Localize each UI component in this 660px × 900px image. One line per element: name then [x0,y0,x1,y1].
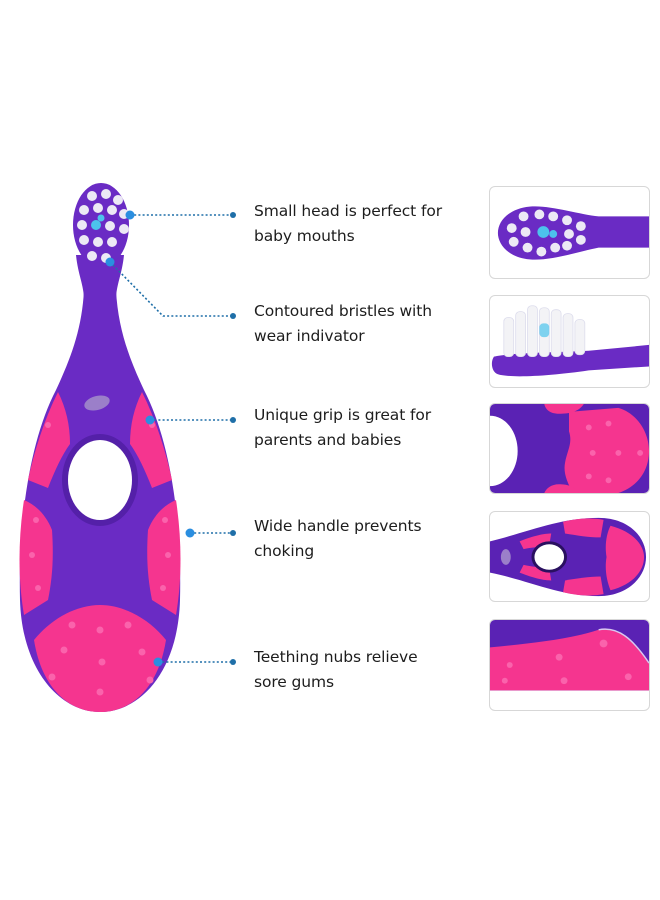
handle-top-view-icon [490,517,647,597]
feature-line-1: Small head is perfect for [254,202,442,220]
teething-nubs-closeup-icon [490,620,649,691]
toothbrush-illustration [19,183,181,712]
end-dot-1 [230,212,236,218]
feature-line-2: parents and babies [254,431,402,449]
wear-indicator-bristles [91,214,105,230]
feature-line-1: Teething nubs relieve [254,648,418,666]
anchor-dot-4 [185,528,195,538]
grip-panel-bottom [34,605,166,712]
brush-head-top-view-icon [497,206,649,260]
grip-panel-mid-left [19,500,53,615]
end-dot-2 [230,313,236,319]
feature-teething-nubs: Teething nubs relieve sore gums [254,645,474,695]
anchor-dot-2 [105,257,115,267]
thumbnail-grip [489,403,650,494]
anchor-dot-3 [145,415,155,425]
thumbnail-brush-head [489,186,650,279]
grip-panel-upper-right [130,392,172,488]
feature-unique-grip: Unique grip is great for parents and bab… [254,403,474,453]
brush-neck [76,255,124,300]
handle-hole [68,440,132,520]
grip-panel-upper-left [28,392,70,488]
grip-closeup-icon [490,404,649,493]
feature-line-1: Unique grip is great for [254,406,432,424]
thumbnail-teething-nubs [489,619,650,711]
end-dot-3 [230,417,236,423]
anchor-dot-5 [153,657,163,667]
thumbnail-bristles [489,295,650,388]
feature-line-2: choking [254,542,315,560]
end-dot-4 [230,530,236,536]
handle-gloss [84,395,110,411]
bristles-side-view-icon [491,305,649,377]
feature-line-1: Contoured bristles with [254,302,432,320]
anchor-dot-1 [125,210,135,220]
feature-line-2: wear indivator [254,327,365,345]
feature-line-2: baby mouths [254,227,355,245]
feature-line-2: sore gums [254,673,334,691]
feature-wide-handle: Wide handle prevents choking [254,514,474,564]
connector-lines [105,210,236,667]
thumbnail-handle [489,511,650,602]
feature-line-1: Wide handle prevents [254,517,422,535]
feature-contoured-bristles: Contoured bristles with wear indivator [254,299,474,349]
teething-nubs [29,422,171,696]
connector-line-2 [109,261,233,317]
end-dot-5 [230,659,236,665]
feature-small-head: Small head is perfect for baby mouths [254,199,474,249]
grip-panel-mid-right [147,500,181,615]
